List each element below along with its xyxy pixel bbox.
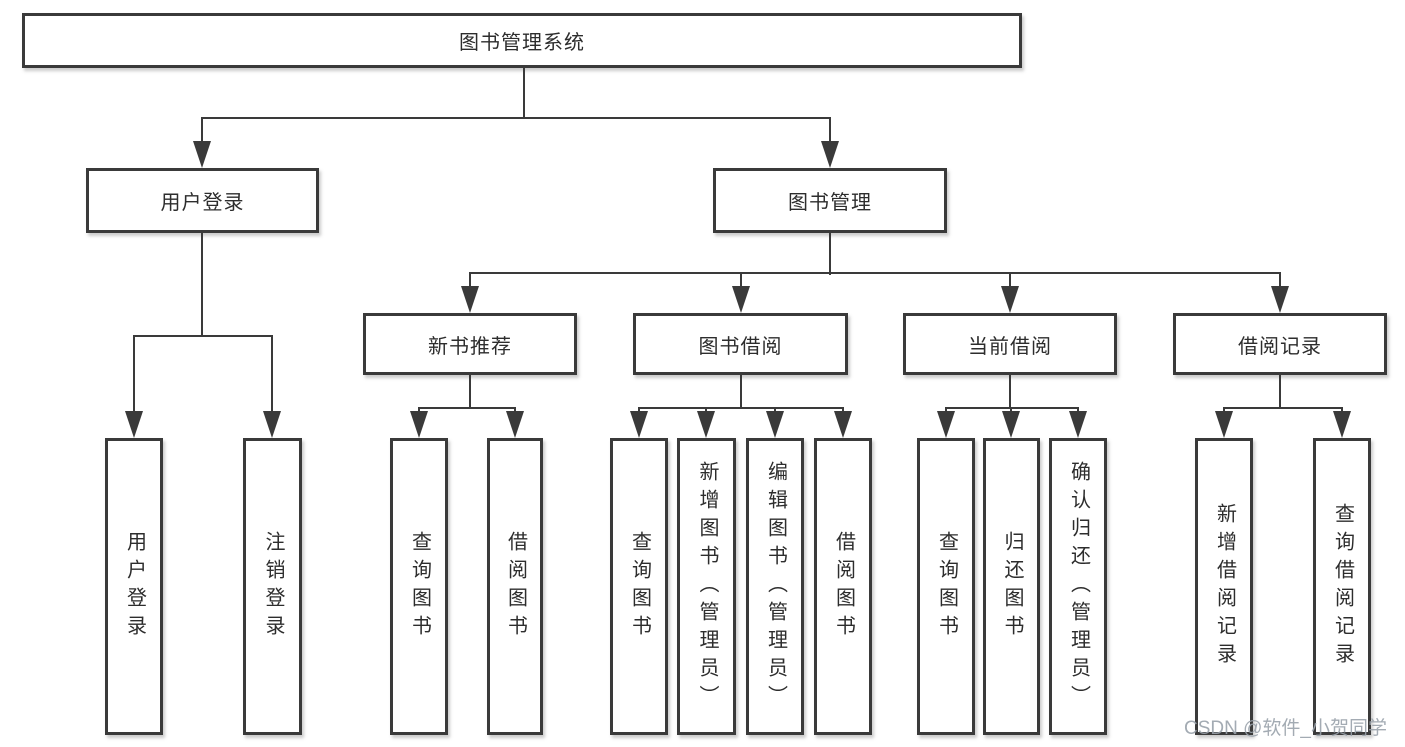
leaf-current-borrow-0: 查询图书 [917, 438, 975, 735]
leaf-borrow-record-0-label: 新增借阅记录 [1213, 502, 1236, 671]
connector-line [469, 375, 471, 409]
connector-line [133, 335, 273, 337]
connector-line [469, 272, 471, 289]
arrow-down-icon [1333, 411, 1351, 438]
node-borrow-record-label: 借阅记录 [1238, 335, 1322, 358]
arrow-down-icon [1215, 411, 1233, 438]
node-current-borrow: 当前借阅 [903, 313, 1117, 375]
connector-line [1341, 407, 1343, 414]
leaf-book-borrow-1: 新增图书（管理员） [677, 438, 736, 735]
node-current-borrow-label: 当前借阅 [968, 335, 1052, 358]
connector-line [945, 407, 1079, 409]
leaf-user-login-1: 注销登录 [243, 438, 302, 735]
arrow-down-icon [1069, 411, 1087, 438]
connector-line [1279, 272, 1281, 289]
node-new-books-label: 新书推荐 [428, 335, 512, 358]
node-root-label: 图书管理系统 [459, 32, 585, 54]
arrow-down-icon [125, 411, 143, 438]
leaf-new-books-1-label: 借阅图书 [504, 530, 527, 643]
arrow-down-icon [630, 411, 648, 438]
arrow-down-icon [410, 411, 428, 438]
leaf-new-books-0: 查询图书 [390, 438, 448, 735]
connector-line [201, 117, 203, 146]
connector-line [1223, 407, 1225, 414]
node-book-management: 图书管理 [713, 168, 947, 233]
leaf-new-books-1: 借阅图书 [487, 438, 543, 735]
node-book-management-label: 图书管理 [788, 192, 872, 214]
connector-line [469, 272, 1281, 274]
arrow-down-icon [937, 411, 955, 438]
node-book-borrow-label: 图书借阅 [698, 335, 783, 358]
node-user-login-label: 用户登录 [160, 192, 245, 214]
arrow-down-icon [193, 141, 211, 168]
leaf-user-login-1-label: 注销登录 [262, 530, 284, 643]
node-book-borrow: 图书借阅 [633, 313, 848, 375]
leaf-current-borrow-1: 归还图书 [983, 438, 1040, 735]
arrow-down-icon [834, 411, 852, 438]
node-user-login: 用户登录 [86, 168, 319, 233]
leaf-book-borrow-2: 编辑图书（管理员） [746, 438, 804, 735]
node-borrow-record: 借阅记录 [1173, 313, 1387, 375]
connector-line [638, 407, 844, 409]
csdn-watermark: CSDN @软件_小贺同学 [1184, 718, 1387, 739]
connector-line [1223, 407, 1343, 409]
arrow-down-icon [1271, 286, 1289, 313]
arrow-down-icon [263, 411, 281, 438]
connector-line [523, 68, 525, 119]
leaf-current-borrow-2-label: 确认归还（管理员） [1067, 460, 1090, 713]
arrow-down-icon [461, 286, 479, 313]
connector-line [418, 407, 516, 409]
node-new-books: 新书推荐 [363, 313, 577, 375]
arrow-down-icon [506, 411, 524, 438]
arrow-down-icon [697, 411, 715, 438]
leaf-borrow-record-0: 新增借阅记录 [1195, 438, 1253, 735]
leaf-book-borrow-2-label: 编辑图书（管理员） [764, 460, 787, 713]
connector-line [842, 407, 844, 414]
arrow-down-icon [732, 286, 750, 313]
connector-line [201, 117, 831, 119]
connector-line [1009, 272, 1011, 289]
leaf-book-borrow-0-label: 查询图书 [628, 530, 651, 643]
leaf-new-books-0-label: 查询图书 [408, 530, 431, 643]
leaf-book-borrow-0: 查询图书 [610, 438, 668, 735]
connector-line [271, 335, 273, 415]
connector-line [1009, 375, 1011, 409]
arrow-down-icon [1002, 411, 1020, 438]
leaf-book-borrow-3-label: 借阅图书 [832, 530, 855, 643]
leaf-borrow-record-1-label: 查询借阅记录 [1331, 502, 1354, 671]
connector-line [133, 335, 135, 415]
connector-line [774, 407, 776, 414]
connector-line [1279, 375, 1281, 409]
arrow-down-icon [766, 411, 784, 438]
connector-line [1077, 407, 1079, 414]
connector-line [829, 117, 831, 146]
connector-line [201, 233, 203, 337]
leaf-current-borrow-1-label: 归还图书 [1001, 530, 1023, 643]
leaf-book-borrow-1-label: 新增图书（管理员） [696, 460, 718, 713]
leaf-user-login-0-label: 用户登录 [123, 530, 146, 643]
connector-line [740, 375, 742, 409]
connector-line [829, 233, 831, 275]
arrow-down-icon [821, 141, 839, 168]
leaf-current-borrow-0-label: 查询图书 [935, 530, 958, 643]
arrow-down-icon [1001, 286, 1019, 313]
connector-line [1010, 407, 1012, 414]
connector-line [945, 407, 947, 414]
leaf-user-login-0: 用户登录 [105, 438, 163, 735]
connector-line [418, 407, 420, 414]
node-root: 图书管理系统 [22, 13, 1022, 68]
connector-line [514, 407, 516, 414]
leaf-borrow-record-1: 查询借阅记录 [1313, 438, 1371, 735]
leaf-current-borrow-2: 确认归还（管理员） [1049, 438, 1107, 735]
leaf-book-borrow-3: 借阅图书 [814, 438, 872, 735]
connector-line [740, 272, 742, 289]
connector-line [638, 407, 640, 414]
connector-line [705, 407, 707, 414]
